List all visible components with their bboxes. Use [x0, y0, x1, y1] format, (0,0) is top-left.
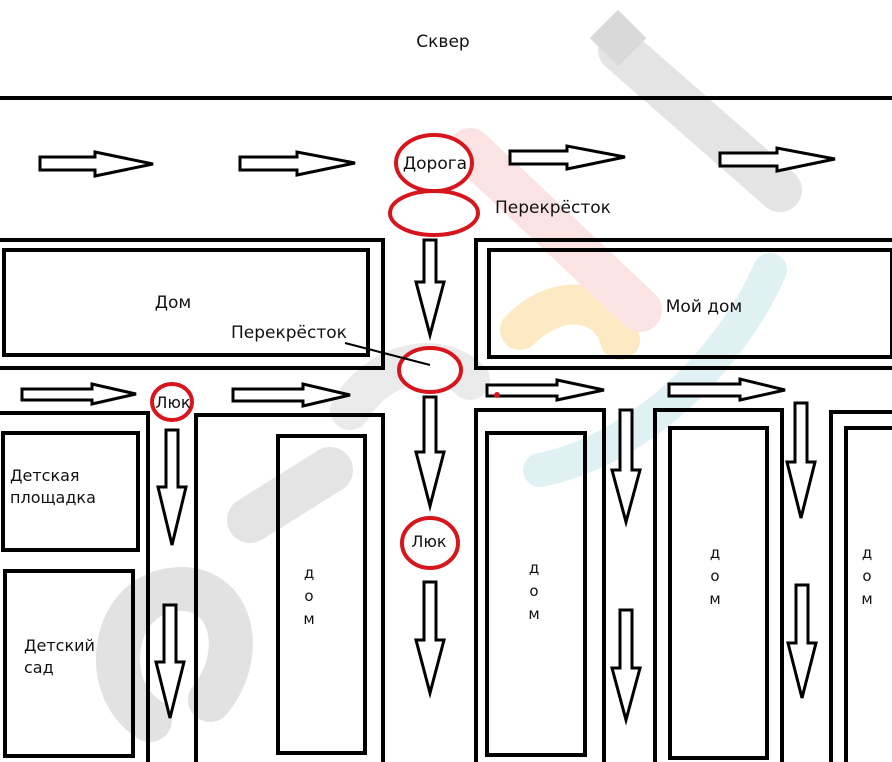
park-label: Сквер — [416, 32, 469, 52]
kindergarten-block — [3, 569, 135, 758]
arrow-down — [414, 580, 446, 699]
house-block-right-3 — [844, 426, 892, 762]
kindergarten-label: Детский сад — [24, 636, 95, 677]
my-house-block — [474, 238, 892, 370]
pointer-line — [344, 342, 431, 366]
arrow-down — [786, 583, 818, 699]
house-vertical-label: дом — [528, 559, 540, 623]
house-vertical-label-box: дом — [709, 544, 721, 608]
house-vertical-label-box: дом — [303, 564, 315, 628]
house-block-right-1 — [485, 431, 587, 757]
house-vertical-label-box: дом — [528, 559, 540, 623]
watermark — [96, 9, 802, 742]
playground-label-box: Детская площадка — [10, 466, 96, 507]
my-house-label: Мой дом — [666, 297, 743, 317]
arrow-right — [485, 378, 605, 402]
playground-block — [1, 431, 140, 552]
hatch-marker-center — [400, 516, 460, 570]
lower-right-block-2-outline — [653, 408, 784, 762]
house-block-right-2 — [668, 426, 769, 760]
house-block-middle — [276, 434, 367, 755]
arrow-down — [154, 603, 186, 719]
lower-middle-block-outline — [194, 413, 385, 762]
hatch-marker-left — [150, 382, 194, 422]
hatch-label-left: Люк — [155, 393, 191, 412]
arrow-right — [231, 382, 351, 408]
house-vertical-label: дом — [709, 544, 721, 608]
hatch-label-center: Люк — [411, 532, 447, 551]
house-vertical-label: дом — [861, 544, 873, 608]
crossing-label-mid: Перекрёсток — [231, 323, 347, 343]
arrow-right — [20, 382, 137, 406]
arrow-right — [38, 150, 154, 178]
playground-label: Детская площадка — [10, 466, 96, 507]
lower-left-block-outline — [0, 411, 150, 762]
house-vertical-label: дом — [303, 564, 315, 628]
crossing-label-top: Перекрёсток — [495, 198, 611, 218]
arrow-right — [238, 150, 356, 177]
arrow-down — [610, 408, 642, 528]
arrow-down — [414, 238, 446, 341]
small-red-dot — [494, 392, 500, 398]
arrow-down — [785, 401, 817, 519]
house-left-block — [0, 238, 385, 370]
road-label: Дорога — [403, 154, 467, 174]
arrow-down — [156, 428, 188, 546]
kindergarten-label-box: Детский сад — [24, 636, 95, 677]
house-vertical-label-box: дом — [861, 544, 873, 608]
crossing-marker-top — [388, 189, 480, 237]
arrow-right — [508, 144, 626, 171]
house-left-label: Дом — [155, 293, 192, 313]
arrow-down — [610, 608, 642, 726]
lower-right-block-1-outline — [474, 408, 606, 762]
arrow-down — [414, 395, 446, 512]
crossing-marker-mid — [397, 346, 463, 394]
arrow-right — [667, 377, 786, 402]
lower-right-block-3-outline — [829, 410, 892, 762]
arrow-right — [718, 146, 836, 173]
